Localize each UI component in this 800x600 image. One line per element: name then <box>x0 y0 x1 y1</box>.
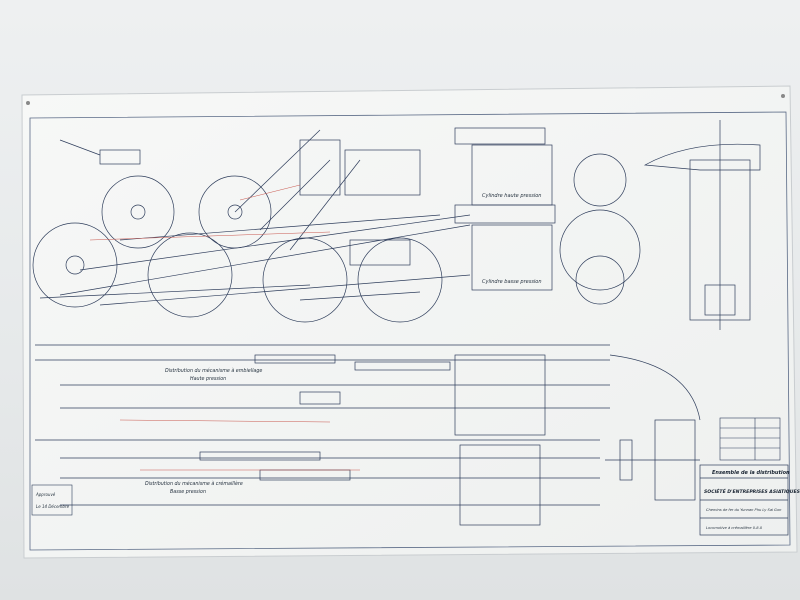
wheel-8 <box>573 153 627 207</box>
red-line-3 <box>119 419 331 423</box>
crosshead-box <box>344 149 421 196</box>
pin-left <box>26 101 30 105</box>
label-dist-low-1: Distribution du mécanisme à crémaillère <box>145 480 243 487</box>
wheel-9 <box>559 209 641 291</box>
paper-sheet <box>21 85 798 559</box>
lever-cluster <box>299 139 341 196</box>
wheel-2 <box>101 175 175 249</box>
left-stamp-box <box>31 484 73 516</box>
end-view-bracket <box>643 143 761 171</box>
label-dist-high-2: Haute pression <box>190 376 226 382</box>
plan2-block <box>459 444 541 526</box>
label-dist-low-2: Basse pression <box>170 489 206 495</box>
rod-horizontal-1 <box>119 214 441 241</box>
stamp-line-1: Approuvé <box>35 492 56 497</box>
rod-horizontal-3 <box>299 291 421 301</box>
red-line-2 <box>239 184 301 201</box>
title-heading: Ensemble de la distribution <box>712 470 790 476</box>
pin-right <box>781 94 785 98</box>
wheel-1-hub <box>65 255 85 275</box>
rod-horizontal-2 <box>39 284 311 299</box>
wheel-6 <box>357 237 443 323</box>
reversing-lever <box>99 149 141 165</box>
red-line-1 <box>89 231 331 241</box>
cylinder-low-pressure <box>471 224 553 291</box>
plan-crank-3 <box>299 391 341 405</box>
wheel-2-hub <box>130 204 146 220</box>
drawing-frame <box>29 111 791 551</box>
plan-crank-1 <box>254 354 336 364</box>
rod-diag-2 <box>259 159 331 231</box>
plan-arc <box>609 354 701 421</box>
reversing-lever-arm <box>59 139 101 156</box>
title-line-3: Locomotive à crémaillère 0-8-0 <box>706 526 763 530</box>
rod-lower <box>99 274 471 306</box>
plan2-crank-1 <box>199 451 321 461</box>
title-company: SOCIÉTÉ D'ENTREPRISES ASIATIQUES <box>704 487 800 495</box>
wheel-3-hub <box>227 204 243 220</box>
plan-crank-2 <box>354 361 451 371</box>
wheel-7 <box>575 255 625 305</box>
valve-chest-top <box>454 127 546 145</box>
rod-diag-3 <box>289 159 361 251</box>
stamp-line-2: Le 14 Décembre <box>36 504 70 509</box>
title-line-2: Chemins de fer du Yunnan Phu Ly Sai Gon <box>706 508 782 512</box>
label-dist-high-1: Distribution du mécanisme à embiellage <box>165 367 262 374</box>
label-lower-cylinder: Cylindre basse pression <box>482 279 542 285</box>
guide-bar <box>349 239 411 266</box>
rod-main <box>59 224 471 296</box>
wheel-4 <box>147 232 233 318</box>
rod-diag-1 <box>234 129 321 213</box>
label-upper-cylinder: Cylindre haute pression <box>482 193 541 199</box>
valve-chest-mid <box>454 204 556 224</box>
plan-block-center <box>454 354 546 436</box>
rod-upper <box>79 214 471 271</box>
revision-table <box>719 417 781 461</box>
